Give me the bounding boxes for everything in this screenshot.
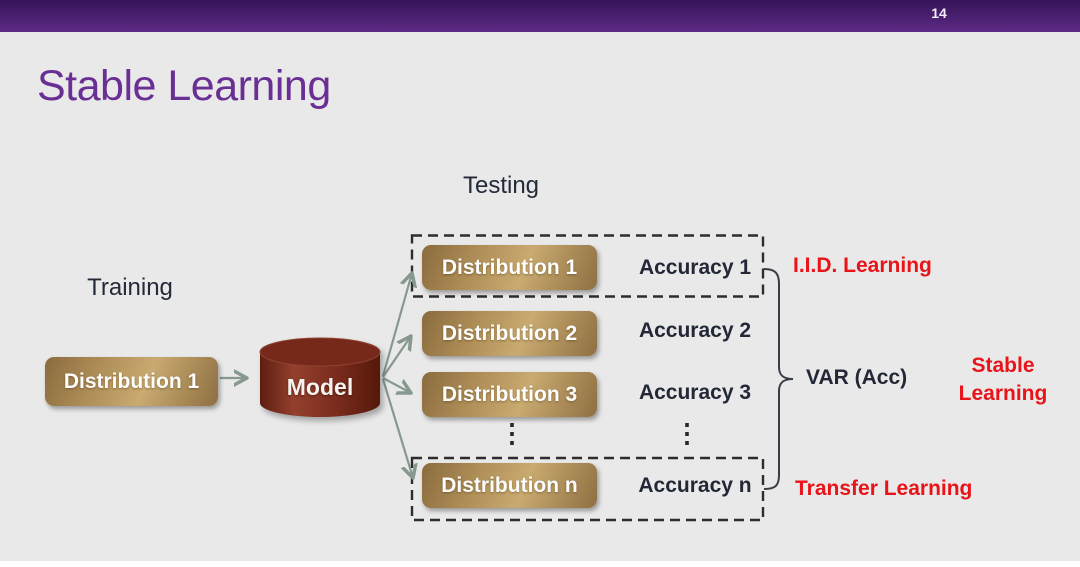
testing-distribution-box-n: Distribution n: [422, 463, 597, 508]
slide-header-bar: 14: [0, 0, 1080, 32]
accuracy-label-n: Accuracy n: [638, 474, 752, 497]
arrow-model-to-distribution-3: [382, 377, 411, 393]
arrow-model-to-distribution-1: [381, 273, 412, 377]
page-number: 14: [931, 5, 947, 21]
stable-learning-line1: Stable: [971, 354, 1035, 377]
slide-title: Stable Learning: [37, 62, 331, 110]
stable-learning-line2: Learning: [958, 382, 1048, 405]
arrow-model-to-distribution-2: [382, 336, 411, 378]
curly-brace: [763, 268, 794, 490]
testing-section-label: Testing: [462, 172, 540, 199]
accuracy-label-3: Accuracy 3: [638, 381, 752, 404]
transfer-learning-annotation: Transfer Learning: [795, 477, 973, 500]
accuracy-label-2: Accuracy 2: [638, 319, 752, 342]
vertical-ellipsis-icon: ⋮: [499, 418, 525, 448]
iid-learning-annotation: I.I.D. Learning: [793, 254, 932, 277]
testing-distribution-box-2: Distribution 2: [422, 311, 597, 356]
vertical-ellipsis-icon: ⋮: [674, 418, 700, 448]
model-label: Model: [286, 374, 354, 400]
arrow-model-to-distribution-n: [381, 378, 413, 478]
var-acc-annotation: VAR (Acc): [806, 366, 908, 389]
stable-learning-annotation: Stable Learning: [928, 352, 1078, 408]
testing-distribution-box-1: Distribution 1: [422, 245, 597, 290]
training-section-label: Training: [87, 274, 173, 301]
training-distribution-box: Distribution 1: [45, 357, 218, 406]
testing-distribution-box-3: Distribution 3: [422, 372, 597, 417]
accuracy-label-1: Accuracy 1: [638, 256, 752, 279]
